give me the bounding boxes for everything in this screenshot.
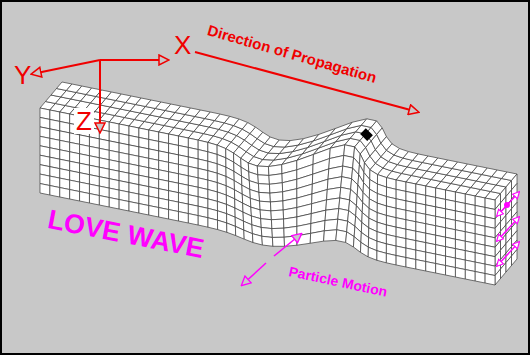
mesh-cell [89, 194, 99, 205]
mesh-cell [506, 256, 512, 272]
mesh-cell [40, 184, 50, 195]
mesh-cell [284, 226, 297, 237]
mesh-cell [129, 202, 139, 213]
mesh-cell [60, 188, 70, 199]
mesh-cell [235, 226, 244, 239]
mesh-cell [109, 198, 119, 209]
axis-label: Z [74, 108, 94, 134]
mesh-cell [271, 210, 284, 220]
motion-arrow [497, 192, 519, 216]
mesh-cell [261, 219, 272, 229]
axes [32, 60, 168, 132]
mesh-cell [386, 253, 396, 265]
mesh-cell [270, 201, 283, 211]
mesh-cell [406, 258, 416, 269]
mesh-cell [353, 237, 361, 253]
mesh-cell [259, 192, 270, 202]
mesh-cell [310, 231, 324, 243]
mesh-cell [244, 230, 253, 242]
mesh-block [40, 82, 517, 285]
mesh-cell [396, 256, 406, 267]
mesh-cell [325, 209, 339, 221]
mesh-cell [455, 268, 465, 279]
motion-arrow [497, 242, 519, 266]
mesh-cell [178, 212, 188, 223]
particle-motion-arrow [274, 234, 301, 256]
mesh-cell [436, 264, 446, 275]
mesh-cell [446, 266, 456, 277]
mesh-cell [416, 260, 426, 271]
mesh-cell [261, 227, 272, 237]
particle-motion-arrow [242, 263, 266, 285]
mesh-cell [119, 200, 129, 211]
mesh-cell [262, 236, 273, 246]
mesh-cell [368, 247, 377, 260]
mesh-cell [495, 269, 501, 285]
mesh-cell [252, 234, 262, 245]
y-axis [32, 60, 100, 74]
mesh-cell [324, 230, 337, 241]
mesh-cell [169, 210, 179, 221]
motion-arrow [497, 217, 519, 241]
mesh-cell [284, 236, 297, 247]
mesh-cell [272, 237, 284, 246]
mesh-cell [258, 175, 270, 184]
mesh-cell [50, 186, 60, 197]
mesh-cell [346, 232, 355, 247]
mesh-cell [501, 263, 507, 279]
mesh-cell [426, 262, 436, 273]
particle-motion-label: Particle Motion [288, 264, 389, 299]
mesh-cell [336, 230, 347, 243]
mesh-cell [188, 214, 198, 225]
x-axis [100, 59, 168, 61]
mesh-cell [258, 184, 269, 194]
mesh-cell [159, 208, 169, 219]
mesh-cell [198, 216, 208, 228]
mesh-cell [465, 270, 475, 281]
mesh-cell [149, 206, 159, 217]
mesh-cell [139, 204, 149, 215]
mesh-cell [70, 190, 80, 201]
mesh-cell [360, 242, 368, 257]
axis-label: Y [14, 62, 31, 88]
marker-diamond [360, 128, 373, 141]
mesh-cell [326, 198, 340, 210]
mesh-cell [271, 219, 283, 229]
mesh-cell [475, 272, 485, 283]
mesh-cell [270, 192, 283, 202]
mesh-cell [257, 166, 269, 175]
mesh-cell [272, 228, 284, 237]
mesh-cell [208, 218, 218, 230]
axis-label: X [174, 32, 191, 58]
mesh-cell [80, 192, 90, 203]
mesh-cell [218, 220, 227, 232]
mesh-cell [377, 251, 386, 263]
mesh-cell [260, 210, 271, 220]
mesh-cell [269, 183, 282, 193]
mesh-cell [324, 219, 337, 231]
propagation-label: Direction of Propagation [206, 22, 378, 85]
particle-dot [504, 202, 510, 208]
z-axis [99, 60, 101, 132]
mesh-cell [99, 196, 109, 207]
mesh-cell [485, 274, 495, 285]
mesh-cell [260, 201, 271, 211]
mesh-cell [227, 223, 236, 236]
end-face-motion-arrows [497, 192, 519, 266]
mesh-cell [512, 250, 518, 266]
